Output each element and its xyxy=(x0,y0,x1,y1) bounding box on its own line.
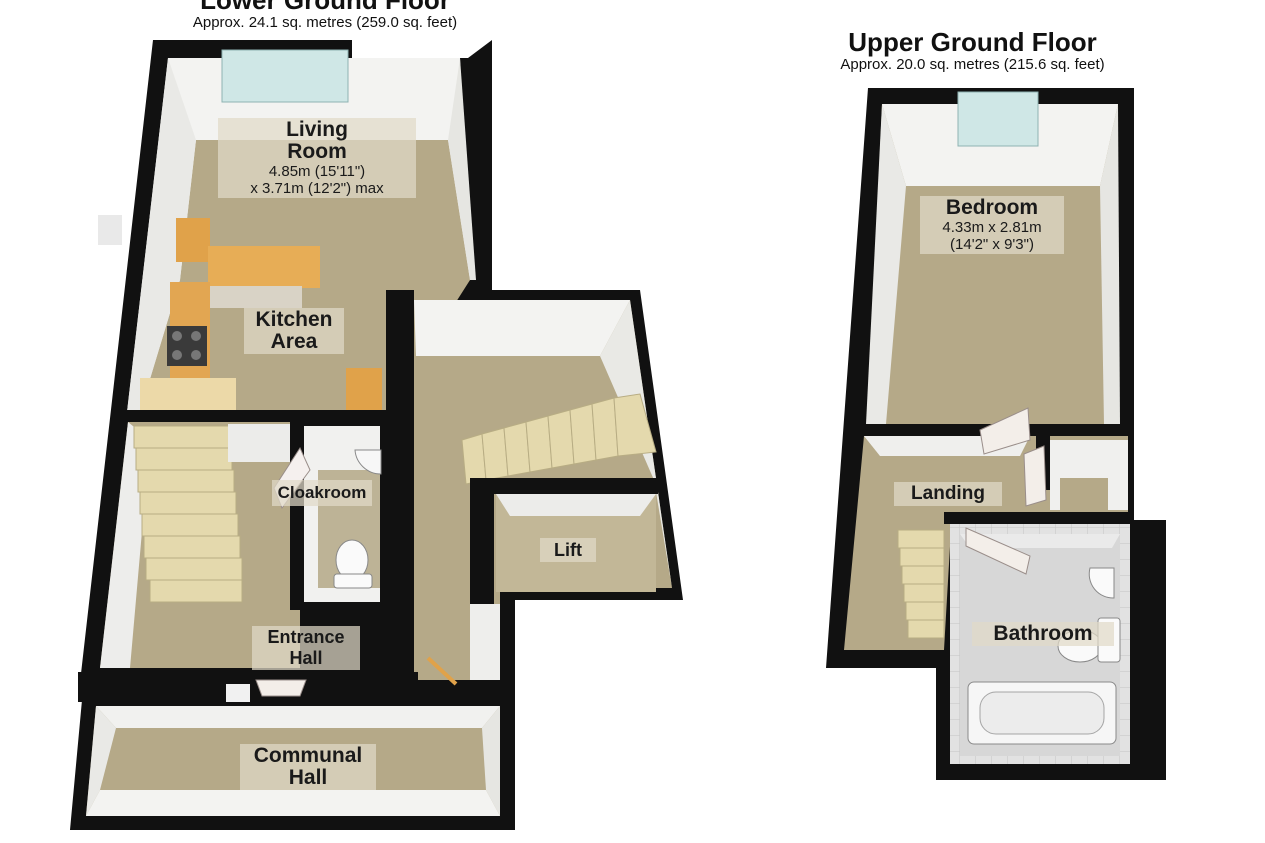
communal-hall xyxy=(86,706,500,816)
bedroom xyxy=(866,91,1120,424)
lower-ground-floor-plan xyxy=(70,40,683,830)
room-label-living-room: Living Room 4.85m (15'11") x 3.71m (12'2… xyxy=(218,118,416,198)
bedroom-window xyxy=(957,91,1039,147)
lower-floor-area: Approx. 24.1 sq. metres (259.0 sq. feet) xyxy=(192,14,458,31)
basin-icon xyxy=(354,449,382,475)
lower-floor-title: Lower Ground Floor xyxy=(200,0,450,15)
room-label-landing: Landing xyxy=(894,482,1002,506)
upper-floor-area: Approx. 20.0 sq. metres (215.6 sq. feet) xyxy=(840,56,1105,73)
stairs xyxy=(133,425,243,603)
room-name: Communal Hall xyxy=(253,744,363,789)
room-dimensions: 4.85m (15'11") x 3.71m (12'2") max xyxy=(250,163,384,197)
upper-floor-header: Upper Ground Floor Approx. 20.0 sq. metr… xyxy=(800,28,1145,74)
lower-floor-header: Lower Ground Floor Approx. 24.1 sq. metr… xyxy=(150,0,500,32)
room-label-lift: Lift xyxy=(540,538,596,562)
room-name: Kitchen Area xyxy=(255,308,333,353)
room-label-bathroom: Bathroom xyxy=(972,622,1114,646)
upper-floor-title: Upper Ground Floor xyxy=(848,27,1097,57)
room-name: Entrance Hall xyxy=(267,627,345,668)
lift-area xyxy=(414,300,672,686)
room-name: Landing xyxy=(911,483,985,504)
room-label-communal-hall: Communal Hall xyxy=(240,744,376,790)
kitchen-units xyxy=(140,218,382,412)
room-label-cloakroom: Cloakroom xyxy=(272,480,372,506)
room-label-entrance-hall: Entrance Hall xyxy=(252,626,360,670)
room-name: Bedroom xyxy=(945,196,1039,219)
room-dimensions: 4.33m x 2.81m (14'2" x 9'3") xyxy=(942,219,1042,253)
living-room-window xyxy=(221,49,349,103)
room-label-bedroom: Bedroom 4.33m x 2.81m (14'2" x 9'3") xyxy=(920,196,1064,254)
entrance-hall xyxy=(100,422,300,668)
upper-ground-floor-plan xyxy=(826,88,1166,780)
room-name: Lift xyxy=(554,540,582,560)
basin-icon xyxy=(1088,567,1115,599)
room-name: Bathroom xyxy=(993,622,1093,645)
cloakroom xyxy=(273,420,386,610)
hob-icon xyxy=(167,326,207,366)
room-name: Living Room xyxy=(286,118,348,163)
room-name: Cloakroom xyxy=(277,483,367,502)
room-label-kitchen-area: Kitchen Area xyxy=(244,308,344,354)
